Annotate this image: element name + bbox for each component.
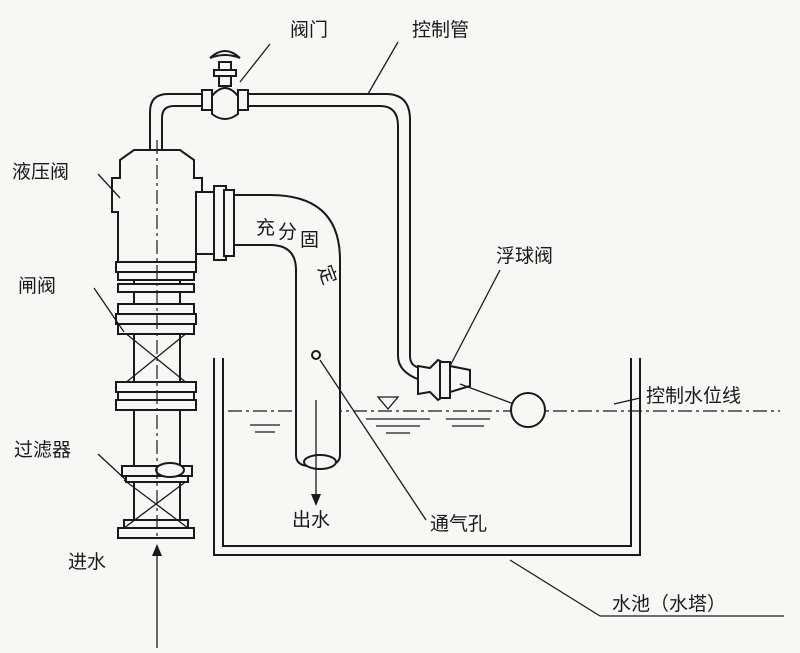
control-pipe: [149, 93, 421, 381]
pool-label: 水池（水塔）: [612, 593, 726, 615]
control-level-label: 控制水位线: [646, 385, 741, 407]
fix-note-char-3: 固: [300, 229, 319, 251]
water-out-label: 出水: [292, 509, 330, 531]
hydraulic-valve-label: 液压阀: [12, 161, 69, 183]
outflow-arrow-icon: [311, 494, 321, 506]
vent-hole-dot: [311, 350, 321, 360]
fix-note-char-2: 分: [278, 221, 297, 243]
water-surface-marks: [250, 418, 490, 434]
water-level-triangle-icon: [376, 396, 400, 411]
fix-note-char-1: 充: [256, 217, 275, 239]
top-valve: [201, 50, 249, 120]
float-valve-label: 浮球阀: [496, 245, 553, 267]
valve-label: 阀门: [290, 19, 328, 41]
water-in-label: 进水: [68, 551, 106, 573]
inflow-arrow-icon: [152, 544, 162, 648]
pool: [213, 358, 641, 556]
leader-lines: [93, 41, 784, 617]
gate-valve-label: 闸阀: [18, 275, 56, 297]
labels: 阀门 控制管 液压阀 闸阀 过滤器 进水 充 分 固 定 浮球阀 控制水位线 出…: [12, 19, 741, 615]
float-valve: [417, 358, 546, 428]
hydraulic-valve-body: [111, 149, 235, 263]
control-pipe-label: 控制管: [412, 19, 469, 41]
float-ball-icon: [510, 392, 546, 428]
filter-label: 过滤器: [14, 439, 71, 461]
inlet-assembly: [115, 261, 197, 539]
vent-hole-label: 通气孔: [430, 513, 487, 535]
outlet-elbow-pipe: [233, 194, 341, 506]
